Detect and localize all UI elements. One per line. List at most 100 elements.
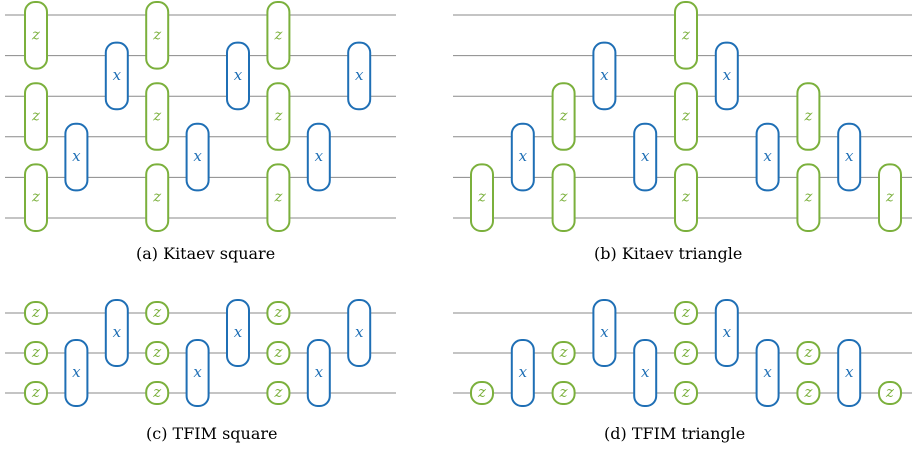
gate-label: z [152, 107, 161, 125]
gate-label: x [355, 66, 364, 84]
gate-outline [145, 381, 170, 405]
gate-label: x [519, 363, 528, 381]
z-gate: z [145, 381, 170, 405]
x-gate: x [510, 122, 535, 192]
gate-label: z [152, 343, 161, 361]
gate-label: z [31, 303, 40, 321]
gate-outline [551, 82, 576, 151]
gate-outline [592, 299, 617, 367]
gate-label: z [31, 383, 40, 401]
z-gate: z [266, 301, 291, 325]
gate-outline [714, 299, 739, 367]
gate-label: z [885, 188, 894, 206]
x-gate: x [592, 41, 617, 111]
x-gate: x [510, 339, 535, 407]
gate-label: z [152, 303, 161, 321]
gate-label: x [113, 66, 122, 84]
caption-kitaev-square: (a) Kitaev square [136, 244, 276, 263]
gate-outline [185, 122, 210, 192]
z-gate: z [796, 82, 821, 151]
gate-outline [266, 341, 291, 365]
gate-outline [347, 41, 372, 111]
gate-label: z [559, 107, 568, 125]
gate-outline [714, 41, 739, 111]
gate-label: x [72, 147, 81, 165]
gate-label: z [559, 188, 568, 206]
gate-label: z [885, 383, 894, 401]
gate-label: z [31, 25, 40, 43]
gate-label: z [152, 188, 161, 206]
gate-label: x [113, 323, 122, 341]
gate-label: x [193, 147, 202, 165]
gate-outline [24, 82, 48, 151]
z-gate: z [878, 163, 902, 232]
gate-outline [674, 1, 698, 70]
z-gate: z [470, 381, 494, 405]
gate-label: x [641, 147, 650, 165]
z-gate: z [24, 163, 48, 232]
z-gate: z [551, 381, 576, 405]
gate-outline [674, 82, 698, 151]
gate-outline [796, 82, 821, 151]
x-gate: x [633, 339, 658, 407]
gate-outline [24, 301, 48, 325]
gate-outline [266, 82, 291, 151]
x-gate: x [185, 339, 210, 407]
gate-label: z [31, 107, 40, 125]
x-gate: x [592, 299, 617, 367]
gate-label: z [803, 383, 812, 401]
gate-outline [266, 163, 291, 232]
gate-label: z [559, 343, 568, 361]
gate-label: x [315, 363, 324, 381]
gate-label: z [477, 188, 486, 206]
x-gate: x [306, 339, 331, 407]
z-gate: z [674, 301, 698, 325]
gate-outline [674, 301, 698, 325]
gate-label: z [681, 188, 690, 206]
gate-label: z [803, 343, 812, 361]
gate-label: z [31, 343, 40, 361]
gate-label: z [477, 383, 486, 401]
gate-outline [266, 1, 291, 70]
z-gate: z [266, 82, 291, 151]
gate-label: z [273, 25, 282, 43]
gate-label: x [845, 147, 854, 165]
gate-outline [104, 41, 129, 111]
gate-outline [306, 339, 331, 407]
gate-outline [104, 299, 129, 367]
gate-label: x [519, 147, 528, 165]
x-gate: x [714, 299, 739, 367]
z-gate: z [551, 82, 576, 151]
gate-label: z [31, 188, 40, 206]
z-gate: z [145, 82, 170, 151]
z-gate: z [145, 341, 170, 365]
gate-label: z [273, 343, 282, 361]
z-gate: z [145, 163, 170, 232]
z-gate: z [145, 301, 170, 325]
gate-label: z [681, 303, 690, 321]
gate-outline [24, 1, 48, 70]
gate-outline [64, 339, 89, 407]
gate-label: z [273, 303, 282, 321]
gate-outline [145, 163, 170, 232]
gate-outline [878, 381, 902, 405]
gate-label: z [681, 107, 690, 125]
gate-outline [64, 122, 89, 192]
z-gate: z [796, 381, 821, 405]
gate-label: x [315, 147, 324, 165]
x-gate: x [755, 122, 780, 192]
gate-outline [674, 163, 698, 232]
x-gate: x [633, 122, 658, 192]
z-gate: z [674, 381, 698, 405]
gate-label: z [273, 383, 282, 401]
x-gate: x [185, 122, 210, 192]
z-gate: z [674, 82, 698, 151]
gate-label: z [681, 383, 690, 401]
gate-label: z [559, 383, 568, 401]
gate-outline [510, 339, 535, 407]
gate-outline [755, 122, 780, 192]
